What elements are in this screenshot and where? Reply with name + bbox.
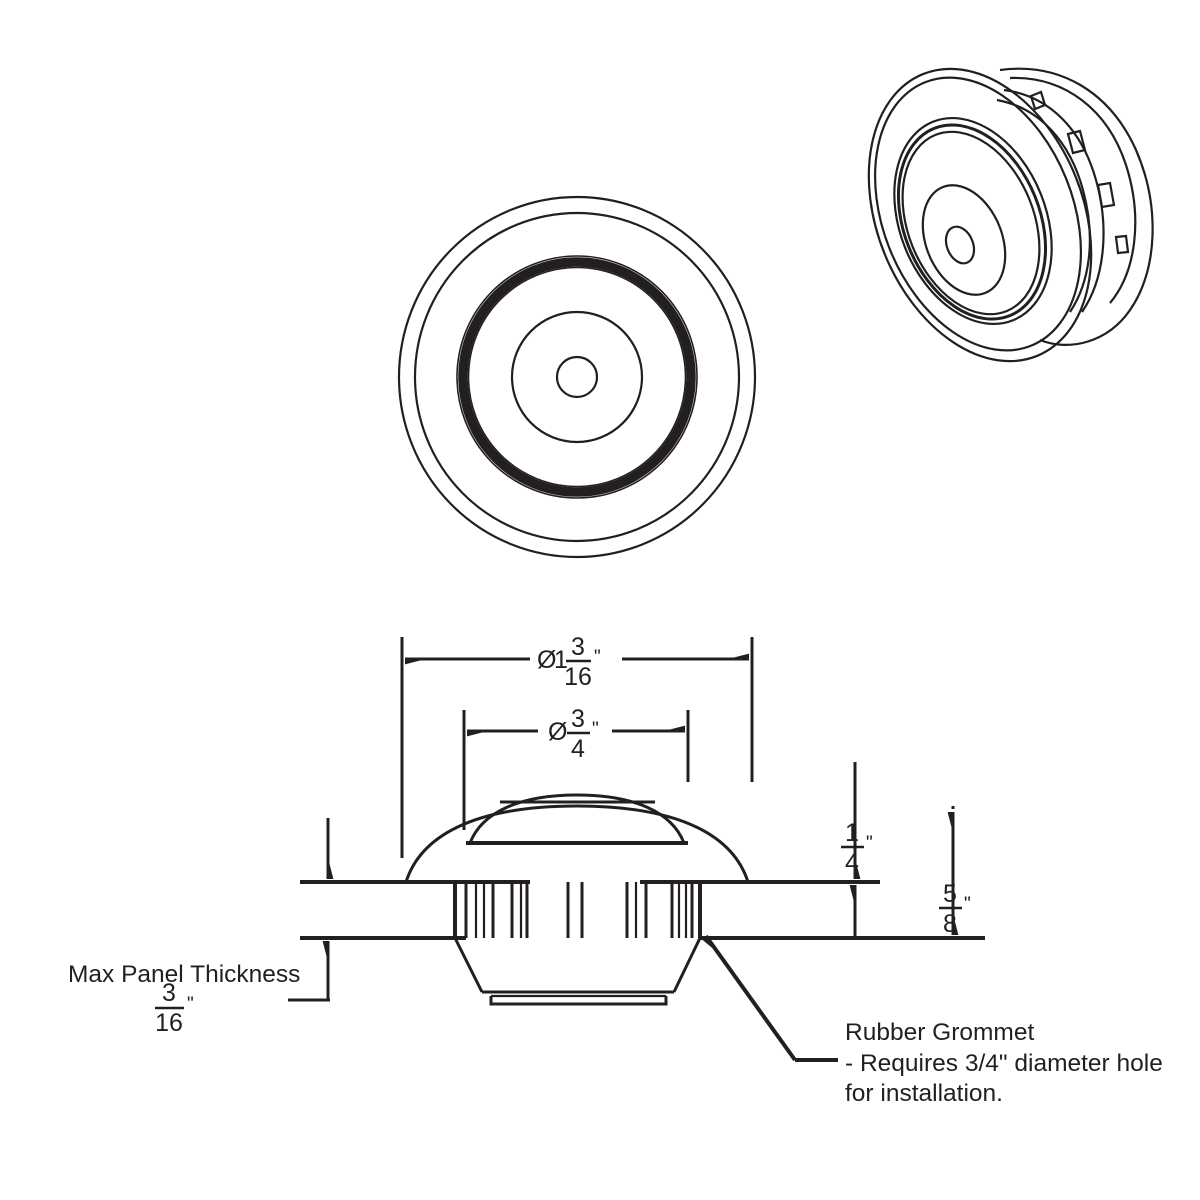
outer-dia-numerator: 3 [571,633,585,661]
dimension-hole-diameter: Ø 3 4 " [462,705,690,830]
dim-label-overall-height: 5 8 " [939,880,971,938]
dim-label-outer-diameter: Ø 1 3 16 " [537,633,601,691]
section-base-rim [489,996,668,1006]
iso-flange-inner-edge [874,76,1082,352]
iso-body-back-edge [1009,76,1137,304]
iso-retention-tab-2 [1066,129,1087,155]
section-inner-dome [468,793,686,844]
dim-label-cap-height: 1 4 " [841,819,873,877]
hole-dia-unit: " [592,719,599,740]
overall-height-numerator: 5 [943,880,957,908]
cap-height-numerator: 1 [845,819,859,847]
isometric-view [867,67,1154,363]
face-cap-edge-ring [458,257,696,497]
panel-thickness-unit: " [187,994,194,1015]
section-base-taper-left [453,937,484,993]
overall-height-unit: " [964,894,971,915]
grommet-note-line-2: - Requires 3/4" diameter hole [845,1050,1163,1077]
iso-cap-edge-ring-inner [901,130,1041,316]
dimension-max-panel-thickness: Max Panel Thickness 3 16 " [68,818,334,1037]
iso-rib-band-inner [996,98,1091,313]
dimension-cap-height: 1 4 " [841,762,873,940]
cross-section-view [300,793,985,1006]
annotation-rubber-grommet: Rubber Grommet - Requires 3/4" diameter … [701,932,1163,1107]
iso-cap-edge-ring-outer [893,116,1053,326]
outer-dia-symbol: Ø [537,646,556,674]
iso-retention-tab-3 [1096,181,1116,209]
iso-body-outline [999,67,1154,347]
outer-dia-whole: 1 [554,646,568,674]
iso-flange-outer-edge [867,67,1093,363]
max-panel-thickness-label: Max Panel Thickness [68,961,300,988]
outer-dia-unit: " [594,647,601,668]
face-cap-edge-outline-outer [456,255,698,499]
iso-rib-band-outer [1003,88,1105,313]
hole-dia-denominator: 4 [571,735,585,763]
face-dome-circle [510,310,644,444]
max-panel-thickness-value: 3 16 " [155,979,194,1037]
iso-retention-tab-4 [1114,234,1130,255]
dimension-overall-height: 5 8 " [939,806,971,938]
face-cap-edge-outline-inner [467,266,687,488]
face-outer-flange-circle [397,195,757,559]
iso-cap-edge-ring [896,123,1048,321]
grommet-note-line-1: Rubber Grommet [845,1019,1034,1046]
cap-height-denominator: 4 [845,849,859,877]
section-base-taper-right [672,937,702,993]
dimension-outer-diameter: Ø 1 3 16 " [400,633,754,858]
iso-dome-circle [921,184,1007,296]
panel-thickness-denominator: 16 [155,1009,183,1037]
grommet-leader-arrow [701,932,797,1062]
face-center-hole-circle [555,355,599,399]
iso-retention-tab-1 [1029,90,1047,111]
section-barrel-ribs [464,882,694,938]
panel-thickness-numerator: 3 [162,979,176,1007]
grommet-note-line-3: for installation. [845,1080,1003,1107]
hole-dia-symbol: Ø [548,718,567,746]
cap-height-unit: " [866,833,873,854]
hole-dia-numerator: 3 [571,705,585,733]
face-inner-flange-circle [413,211,741,543]
dim-label-hole-diameter: Ø 3 4 " [548,705,599,763]
section-flange-dome [404,804,750,883]
iso-center-hole [944,225,976,265]
outer-dia-denominator: 16 [564,663,592,691]
overall-height-denominator: 8 [943,910,957,938]
front-face-view [397,195,757,559]
